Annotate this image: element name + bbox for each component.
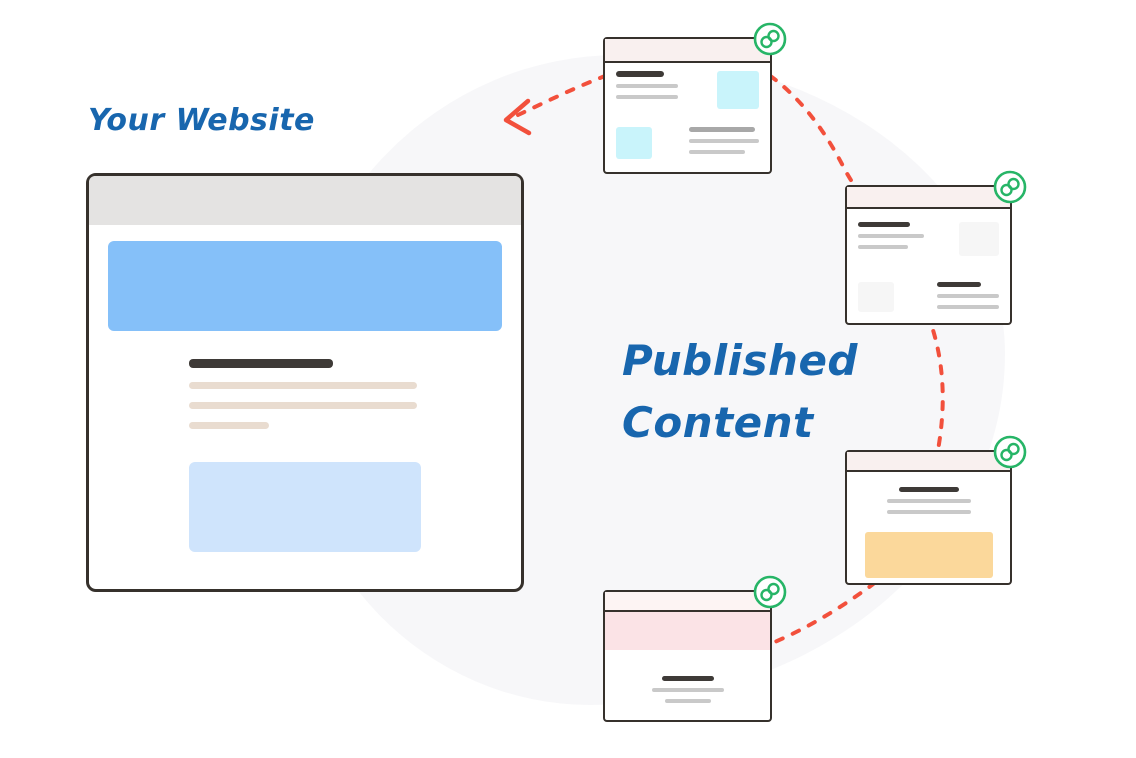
title-placeholder [898, 487, 959, 492]
text-line-placeholder [651, 688, 724, 692]
link-icon [753, 22, 787, 56]
image-placeholder [616, 127, 652, 159]
title-placeholder [661, 676, 714, 681]
text-line-placeholder [858, 245, 908, 249]
published-content-label: Published Content [622, 330, 858, 454]
text-line-placeholder [189, 402, 417, 409]
link-badge [993, 435, 1027, 469]
image-placeholder [858, 282, 894, 312]
card-row [847, 487, 1010, 514]
text-line-placeholder [189, 422, 269, 429]
banner-placeholder [605, 612, 770, 650]
card-header-bar [605, 39, 770, 63]
cta-box-placeholder [189, 462, 421, 552]
text-line-placeholder [858, 234, 924, 238]
hero-banner-placeholder [108, 241, 502, 331]
text-line-placeholder [689, 127, 755, 132]
text-line-placeholder [886, 499, 971, 503]
text-line-placeholder [189, 382, 417, 389]
content-block [189, 359, 421, 429]
link-badge [753, 22, 787, 56]
browser-header-bar [89, 176, 521, 225]
published-card-4 [603, 575, 787, 722]
text-line-placeholder [616, 95, 678, 99]
published-label-line2: Content [622, 398, 814, 447]
text-line-placeholder [937, 305, 999, 309]
text-line-placeholder [616, 84, 678, 88]
card-row [616, 127, 759, 159]
link-icon [993, 170, 1027, 204]
heading-placeholder [189, 359, 333, 368]
your-website-label: Your Website [88, 103, 315, 138]
title-placeholder [858, 222, 910, 227]
card-row [605, 676, 770, 703]
text-line-placeholder [689, 139, 759, 143]
published-card-1 [603, 22, 787, 174]
arrowhead-icon [503, 98, 532, 136]
link-icon [753, 575, 787, 609]
card-header-bar [847, 187, 1010, 209]
highlight-box-placeholder [864, 532, 993, 578]
dashed-connector-path [516, 47, 945, 652]
card-row [858, 222, 999, 256]
card-row [858, 282, 999, 312]
link-badge [753, 575, 787, 609]
card-row [616, 71, 759, 109]
text-line-placeholder [937, 294, 999, 298]
text-line-placeholder [689, 150, 745, 154]
link-badge [993, 170, 1027, 204]
title-placeholder [937, 282, 981, 287]
link-icon [993, 435, 1027, 469]
title-placeholder [616, 71, 664, 77]
card-header-bar [847, 452, 1010, 472]
text-line-placeholder [886, 510, 971, 514]
published-card-2 [845, 170, 1027, 325]
text-line-placeholder [664, 699, 711, 703]
browser-window [86, 173, 524, 592]
published-card-3 [845, 435, 1027, 585]
image-placeholder [717, 71, 759, 109]
published-label-line1: Published [622, 336, 858, 385]
image-placeholder [959, 222, 999, 256]
card-header-bar [605, 592, 770, 612]
